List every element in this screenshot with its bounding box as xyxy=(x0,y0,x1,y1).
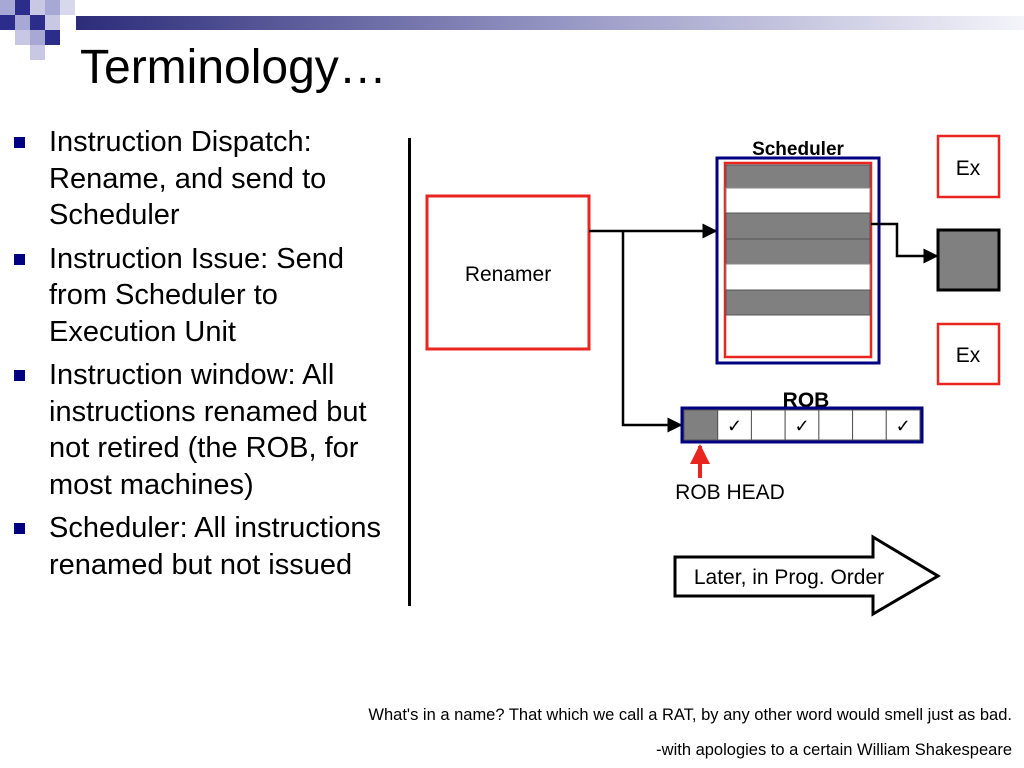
program-order-block-arrow xyxy=(673,534,941,617)
rob-entry xyxy=(683,409,719,441)
quote-text: What's in a name? That which we call a R… xyxy=(368,706,1012,724)
bullet-square-icon xyxy=(14,137,25,148)
bullet-text: Instruction Dispatch: Rename, and send t… xyxy=(49,126,327,231)
program-order-label: Later, in Prog. Order xyxy=(694,566,884,589)
rob-entry xyxy=(885,409,921,441)
quote-attribution: -with apologies to a certain William Sha… xyxy=(656,741,1012,759)
rob-entry-check-icon: ✓ xyxy=(794,416,809,436)
renamer-label: Renamer xyxy=(465,263,551,286)
scheduler-slot-empty xyxy=(725,263,871,291)
scheduler-slot-empty xyxy=(725,187,871,214)
rob-head-label: ROB HEAD xyxy=(675,481,785,504)
ex-bottom-box xyxy=(936,322,1001,386)
bullet-item: Instruction Dispatch: Rename, and send t… xyxy=(12,124,402,234)
rob-label: ROB xyxy=(783,389,830,412)
rob-entry xyxy=(818,409,854,441)
ex-top-box xyxy=(936,134,1001,199)
rob-entry xyxy=(717,409,752,441)
renamer-box xyxy=(425,194,591,351)
execution-slot xyxy=(936,228,1001,292)
rob-dispatch-arrow xyxy=(621,231,683,433)
bullet-text: Scheduler: All instructions renamed but … xyxy=(49,512,382,581)
bullet-square-icon xyxy=(14,253,25,265)
bullet-item: Instruction Issue: Send from Scheduler t… xyxy=(12,241,402,351)
bullet-item: Instruction window: All instructions ren… xyxy=(12,357,402,503)
bullet-text: Instruction window: All instructions ren… xyxy=(49,359,367,501)
vertical-divider xyxy=(408,138,411,606)
bullet-item: Scheduler: All instructions renamed but … xyxy=(12,510,402,583)
slide-title: Terminology… xyxy=(80,41,387,94)
rob-cells: ✓ ✓ ✓ xyxy=(683,409,921,441)
bullet-list: Instruction Dispatch: Rename, and send t… xyxy=(12,124,402,590)
bullet-square-icon xyxy=(14,523,25,534)
rob-entry-check-icon: ✓ xyxy=(896,416,911,436)
scheduler-slot-filled xyxy=(725,164,871,189)
rob-entry-check-icon: ✓ xyxy=(727,416,742,436)
scheduler-slot-filled xyxy=(725,238,871,265)
issue-arrow xyxy=(871,222,939,264)
scheduler-slot-filled xyxy=(725,212,871,240)
rob-entry xyxy=(852,409,887,441)
ex-bottom-label: Ex xyxy=(956,344,981,367)
rob-entry xyxy=(784,409,820,441)
header-decoration xyxy=(0,0,1024,60)
scheduler-slot-filled xyxy=(725,289,871,316)
bullet-square-icon xyxy=(14,370,25,381)
rob-entry xyxy=(750,409,786,441)
bullet-text: Instruction Issue: Send from Scheduler t… xyxy=(49,242,344,348)
ex-top-label: Ex xyxy=(956,157,981,180)
scheduler-label: Scheduler xyxy=(752,139,844,160)
